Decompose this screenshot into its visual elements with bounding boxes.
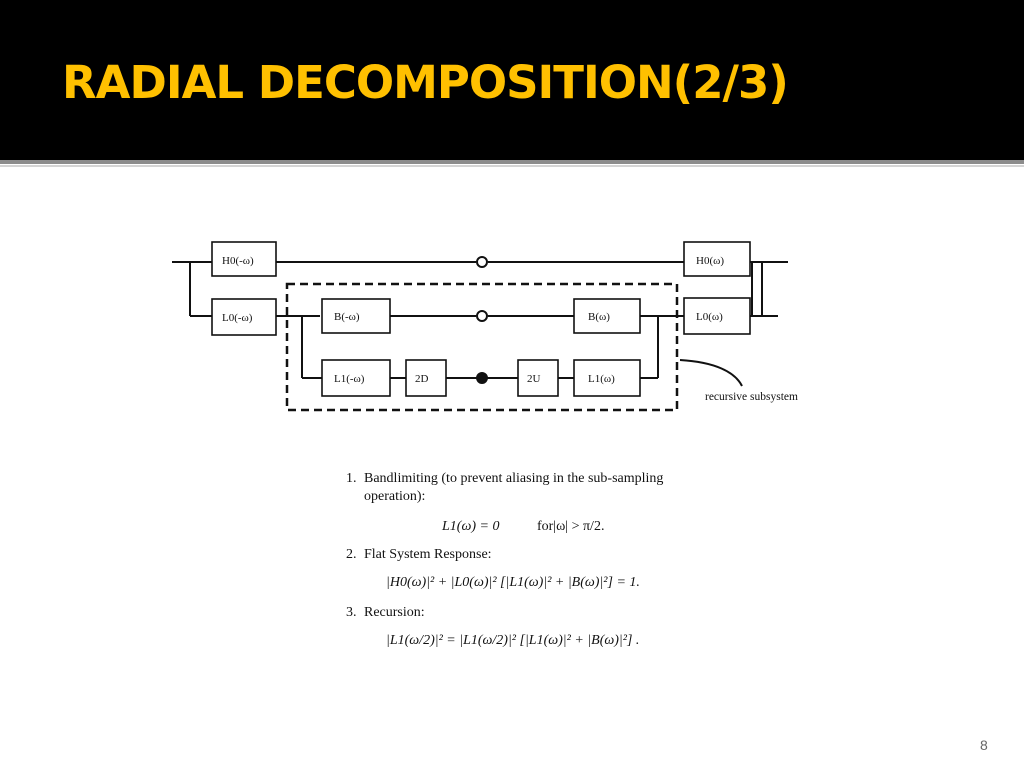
header-divider [0, 160, 1024, 164]
header-divider-light [0, 165, 1024, 167]
recursion-equation: |L1(ω/2)|² = |L1(ω/2)|² [|L1(ω)|² + |B(ω… [386, 633, 640, 648]
block-upsample [517, 359, 559, 397]
node-band-pass [476, 310, 488, 322]
node-low-pass [476, 372, 488, 384]
label-l1-analysis: L1(-ω) [334, 373, 365, 385]
condition-label: Flat System Response: [364, 547, 492, 562]
block-b-analysis [321, 298, 391, 334]
block-l0-analysis [211, 298, 277, 336]
page-number: 8 [980, 737, 988, 753]
label-l1-synthesis: L1(ω) [588, 373, 615, 385]
label-b-synthesis: B(ω) [588, 311, 610, 323]
condition-number: 2. [346, 547, 357, 562]
decomposition-block-diagram: H0(-ω) L0(-ω) B(-ω) L1(-ω) 2D 2U L1(ω) B… [172, 241, 798, 412]
equation-condition: for|ω| > π/2. [536, 519, 605, 534]
label-l0-analysis: L0(-ω) [222, 312, 253, 324]
condition-item: 2. Flat System Response: |H0(ω)|² + |L0(… [344, 546, 704, 592]
block-l0-synthesis [683, 297, 751, 335]
condition-label: Bandlimiting (to prevent aliasing in the… [364, 471, 664, 504]
label-upsample: 2U [527, 373, 541, 385]
label-h0-analysis: H0(-ω) [222, 255, 254, 267]
condition-number: 1. [346, 471, 357, 486]
label-l0-synthesis: L0(ω) [696, 311, 723, 323]
condition-item: 1. Bandlimiting (to prevent aliasing in … [344, 470, 704, 536]
block-l1-synthesis [573, 359, 641, 397]
conditions-list: 1. Bandlimiting (to prevent aliasing in … [344, 470, 704, 650]
condition-label: Recursion: [364, 605, 425, 620]
block-b-synthesis [573, 298, 641, 334]
recursive-subsystem-region [285, 282, 679, 412]
bandlimit-equation: L1(ω) = 0 for|ω| > π/2. [442, 518, 704, 536]
slide-title: RADIAL DECOMPOSITION(2/3) [62, 56, 789, 109]
flat-response-equation: |H0(ω)|² + |L0(ω)|² [|L1(ω)|² + |B(ω)|²]… [386, 575, 640, 590]
condition-item: 3. Recursion: |L1(ω/2)|² = |L1(ω/2)|² [|… [344, 604, 704, 650]
recursive-subsystem-label: recursive subsystem [705, 391, 798, 403]
label-downsample: 2D [415, 373, 429, 385]
label-h0-synthesis: H0(ω) [696, 255, 724, 267]
block-downsample [405, 359, 447, 397]
equation-text: L1(ω) = 0 [442, 519, 500, 534]
block-h0-synthesis [683, 241, 751, 277]
block-l1-analysis [321, 359, 391, 397]
title-bar: RADIAL DECOMPOSITION(2/3) [0, 0, 1024, 160]
condition-number: 3. [346, 605, 357, 620]
node-high-pass [476, 256, 488, 268]
block-h0-analysis [211, 241, 277, 277]
annotation-pointer [679, 359, 743, 387]
label-b-analysis: B(-ω) [334, 311, 360, 323]
